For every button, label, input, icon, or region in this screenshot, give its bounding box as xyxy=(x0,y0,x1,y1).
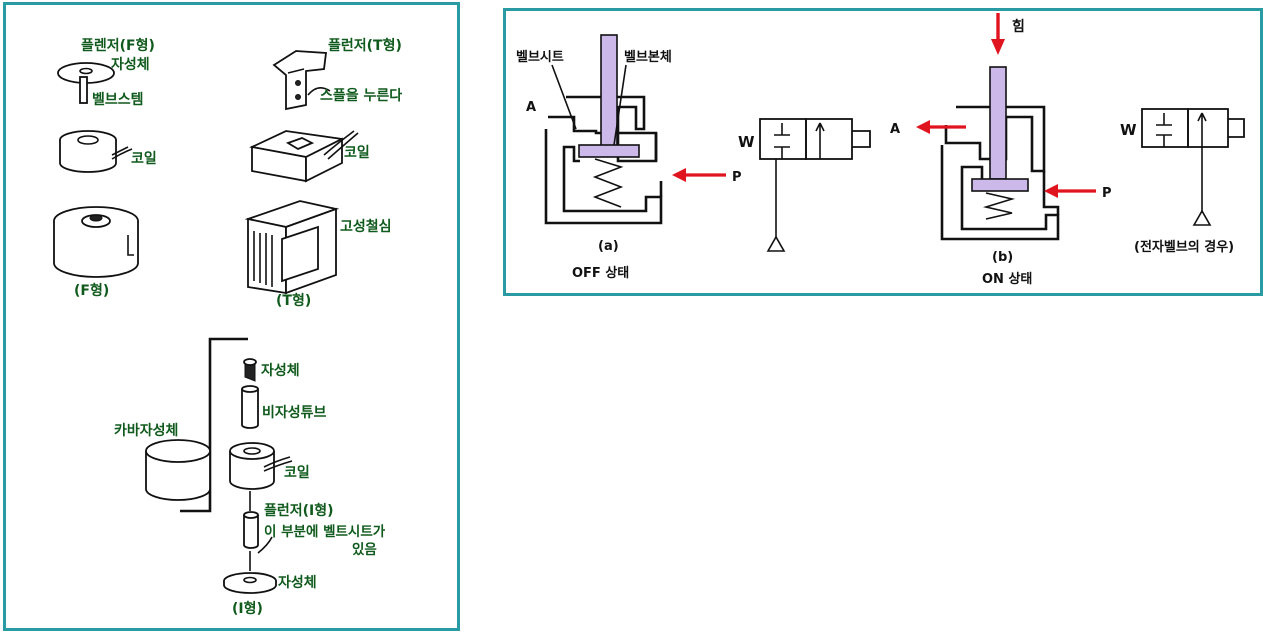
disc-i-drawing xyxy=(223,572,277,594)
label-b: (b) xyxy=(992,250,1013,265)
valve-stem-label: 벨브스템 xyxy=(92,91,144,108)
coil-t-drawing xyxy=(249,130,359,183)
plunger-t-drawing xyxy=(272,50,328,111)
type-t-label: (T형) xyxy=(276,292,311,309)
solenoid-case-label: (전자벨브의 경우) xyxy=(1134,239,1234,255)
type-i-label: (I형) xyxy=(232,600,263,617)
valve-seat-label: 벨브시트 xyxy=(516,50,564,65)
valve-on-body xyxy=(940,66,1060,241)
nonmag-tube-label: 비자성튜브 xyxy=(262,405,327,421)
coil-i-label: 코일 xyxy=(284,465,310,481)
valve-symbol-on xyxy=(1141,108,1245,226)
coil-t-label: 코일 xyxy=(344,145,370,161)
plunger-f-label: 플렌저(F형) xyxy=(81,37,155,54)
valve-symbol-off xyxy=(759,118,871,252)
solenoid-types-illustration: 플렌저(F형) 자성체 벨브스템 코일 (F형) 플런저(T형) 스플을 누른다… xyxy=(53,37,402,617)
pressure-arrowhead-off xyxy=(672,168,686,182)
state-off-label: OFF 상태 xyxy=(572,266,629,281)
symbol-w-on: W xyxy=(1120,121,1137,139)
core-t-drawing xyxy=(244,200,340,295)
force-arrowhead xyxy=(991,39,1005,55)
frame-i-drawing xyxy=(180,337,248,513)
housing-f-drawing xyxy=(53,206,139,278)
force-label: 힘 xyxy=(1012,18,1025,35)
nonmag-tube-drawing xyxy=(241,385,259,429)
valve-operation-panel: 벨브시트 벨브본체 A P (a) OFF 상태 W 힘 A P (b) ON … xyxy=(503,8,1263,296)
coil-f-drawing xyxy=(59,130,133,173)
plunger-t-label: 플런저(T형) xyxy=(328,37,402,54)
core-label: 고성철심 xyxy=(340,219,392,235)
type-f-label: (F형) xyxy=(74,282,109,299)
magnet-i-drawing xyxy=(243,358,257,382)
solenoid-types-panel: 플렌저(F형) 자성체 벨브스템 코일 (F형) 플런저(T형) 스플을 누른다… xyxy=(3,2,460,631)
label-a: (a) xyxy=(598,239,619,254)
symbol-w-off: W xyxy=(738,133,755,151)
port-p-on-label: P xyxy=(1102,186,1112,201)
magnet-i-label: 자성체 xyxy=(261,363,300,379)
valve-operation-diagram: 벨브시트 벨브본체 A P (a) OFF 상태 W 힘 A P (b) ON … xyxy=(516,13,1245,287)
plunger-i-label: 플런저(I형) xyxy=(264,502,334,519)
coil-i-drawing xyxy=(229,442,293,490)
seat-note-line2: 있음 xyxy=(352,542,377,558)
plunger-i-drawing xyxy=(243,491,259,571)
port-a-on-label: A xyxy=(890,122,900,137)
flow-arrowhead-a-on xyxy=(916,120,930,134)
coil-f-label: 코일 xyxy=(131,151,157,167)
state-on-label: ON 상태 xyxy=(982,272,1032,287)
magnet-f-label: 자성체 xyxy=(111,57,150,73)
seat-note-line1: 이 부분에 벨트시트가 xyxy=(264,523,386,540)
magnet-bottom-label: 자성체 xyxy=(278,575,317,591)
cover-magnet-drawing xyxy=(145,439,211,501)
press-spring-label: 스플을 누른다 xyxy=(320,88,402,104)
cover-magnet-label: 카바자성체 xyxy=(114,423,178,439)
valve-off-body xyxy=(544,34,663,225)
plunger-f-drawing xyxy=(57,62,115,104)
pressure-arrowhead-on xyxy=(1044,184,1058,198)
valve-body-label: 벨브본체 xyxy=(624,50,672,65)
port-p-off-label: P xyxy=(732,170,742,185)
port-a-off-label: A xyxy=(526,100,536,115)
